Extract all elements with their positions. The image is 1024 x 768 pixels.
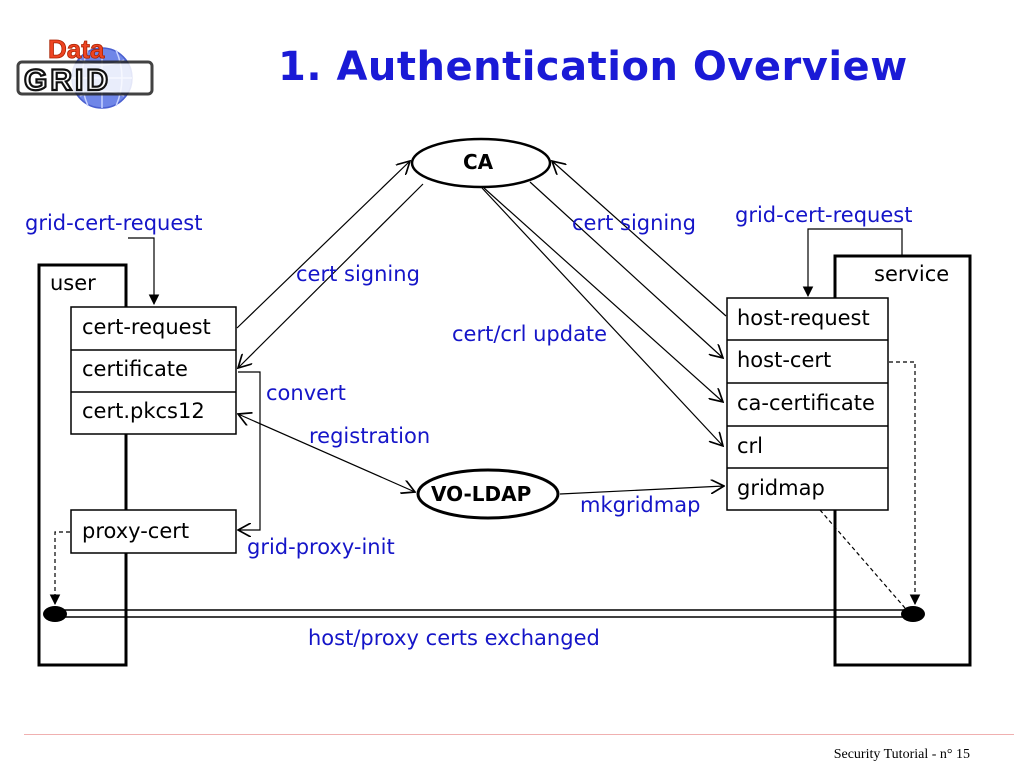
grid-cert-request-right-label: grid-cert-request	[735, 203, 913, 227]
cert-signing-right-down-arrow	[529, 181, 723, 358]
registration-arrow	[238, 414, 415, 492]
proxy-to-exchange-dashed	[49, 531, 70, 606]
footer-divider	[24, 734, 1014, 735]
host-cert-to-exchange-dashed	[889, 361, 921, 606]
user-files-box	[70, 306, 237, 435]
cert-signing-left-down-arrow	[238, 183, 424, 368]
service-file-gridmap: gridmap	[737, 476, 825, 500]
user-file-certificate: certificate	[82, 357, 188, 381]
service-file-host-cert: host-cert	[737, 348, 832, 372]
registration-label: registration	[309, 424, 431, 448]
vo-ldap-node	[416, 468, 560, 520]
grid-proxy-init-bracket	[238, 371, 261, 530]
grid-proxy-init-label: grid-proxy-init	[247, 535, 395, 559]
logo-grid-text: GRID	[24, 64, 111, 97]
service-file-crl: crl	[737, 434, 764, 458]
ca-certificate-update-arrow	[483, 187, 723, 402]
grid-cert-request-right-arrow	[802, 228, 903, 298]
convert-label: convert	[266, 381, 346, 405]
exchange-left-dot	[43, 606, 67, 622]
ca-node	[410, 137, 552, 189]
cert-signing-left-label: cert signing	[296, 262, 420, 286]
exchange-right-dot	[901, 606, 925, 622]
mkgridmap-arrow	[559, 486, 724, 495]
footer-text: Security Tutorial - n° 15	[833, 747, 970, 762]
user-label: user	[50, 271, 96, 295]
cert-signing-left-up-arrow	[236, 161, 410, 329]
user-file-cert-pkcs12: cert.pkcs12	[82, 399, 205, 423]
service-file-host-request: host-request	[737, 306, 870, 330]
logo-data-text: Data	[48, 34, 105, 64]
proxy-cert-box	[70, 509, 237, 554]
user-file-cert-request: cert-request	[82, 315, 211, 339]
datagrid-logo: Data GRID	[16, 34, 154, 109]
mkgridmap-label: mkgridmap	[580, 493, 701, 517]
service-label: service	[874, 262, 950, 286]
exchange-label: host/proxy certs exchanged	[308, 626, 600, 650]
crl-update-arrow	[481, 187, 723, 446]
vo-ldap-label: VO-LDAP	[431, 482, 532, 506]
grid-cert-request-left-arrow	[128, 237, 160, 306]
cert-crl-update-label: cert/crl update	[452, 322, 608, 346]
page-title: 1. Authentication Overview	[278, 44, 908, 90]
cert-signing-right-label: cert signing	[572, 211, 696, 235]
grid-cert-request-left-label: grid-cert-request	[25, 211, 203, 235]
ca-label: CA	[463, 150, 494, 174]
cert-signing-right-up-arrow	[552, 161, 727, 317]
service-files-box	[726, 297, 889, 511]
service-file-ca-certificate: ca-certificate	[737, 391, 875, 415]
user-proxy-cert: proxy-cert	[82, 519, 190, 543]
